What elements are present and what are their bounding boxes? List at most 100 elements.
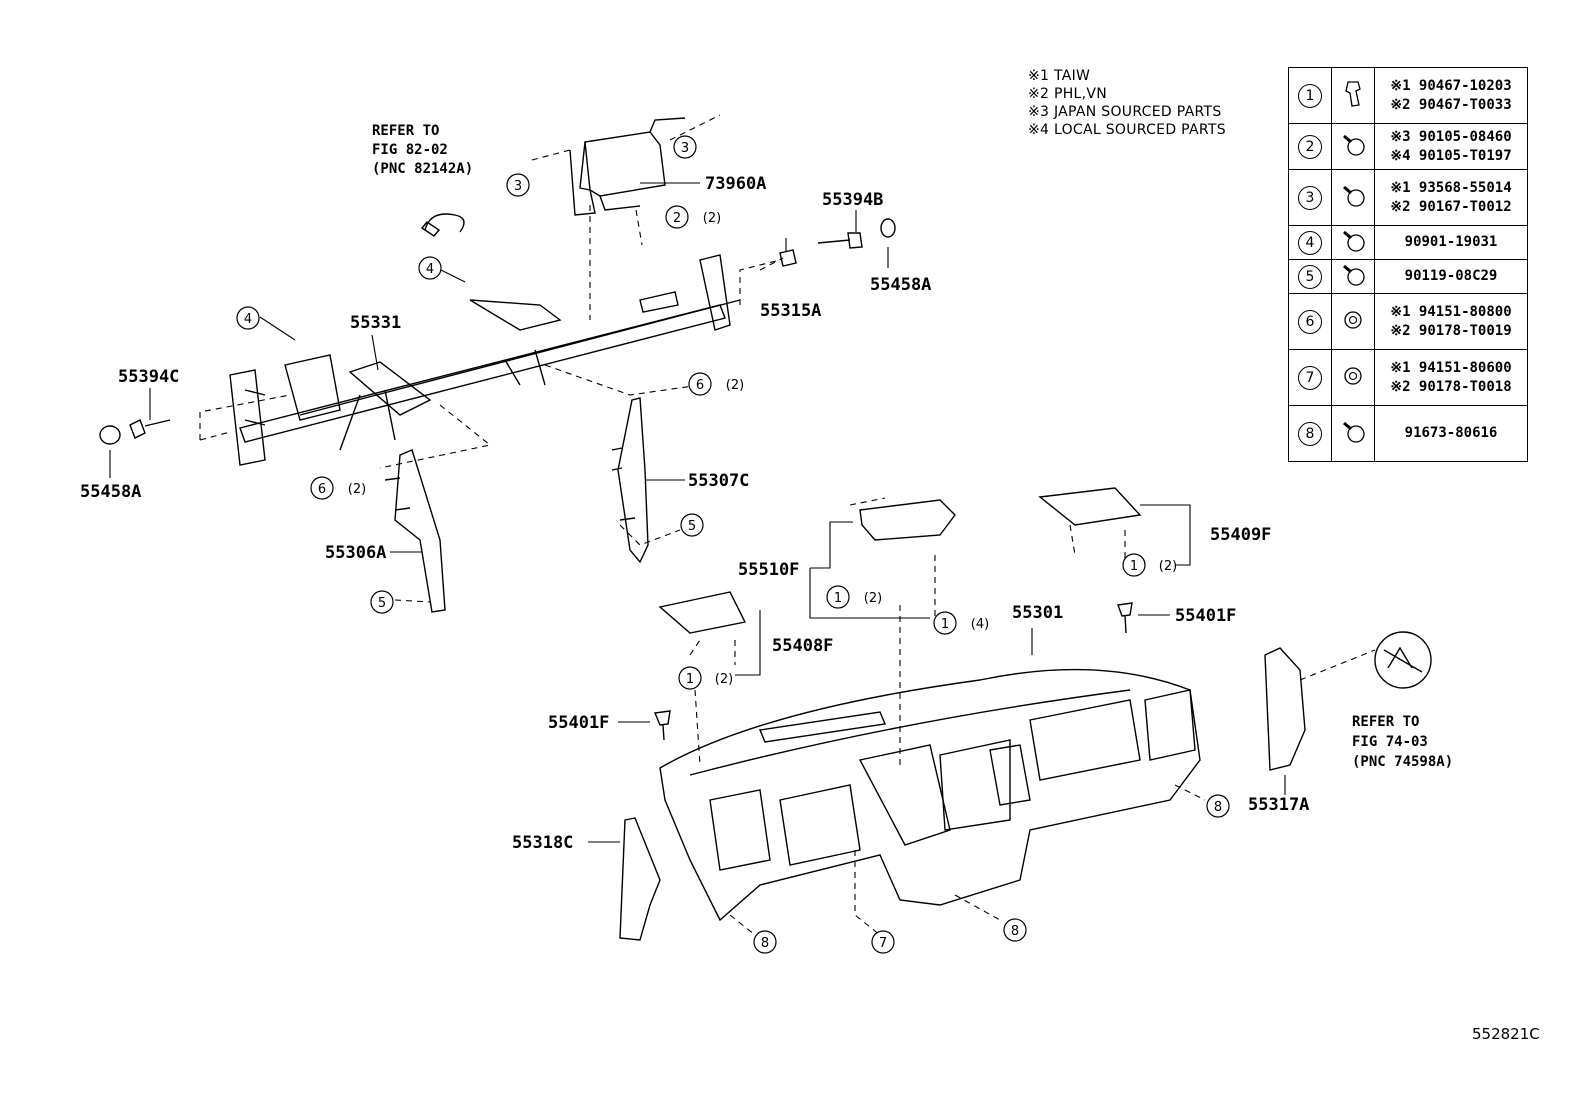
svg-text:8: 8 [761,936,769,951]
callout: 1(2) [826,585,882,609]
svg-text:1: 1 [941,617,949,632]
clip-55401f-right [1117,602,1133,634]
side-cover-55317a [1264,647,1306,771]
part-label-55401f-left: 55401F [548,713,609,733]
part-label-55318c: 55318C [512,833,573,853]
callout: 5 [680,513,704,537]
harness-connector [420,213,465,237]
figure-id: 552821C [1472,1025,1540,1043]
row-number: 3 [1298,185,1322,210]
cross-car-beam [229,254,741,466]
row-number: 6 [1298,309,1322,334]
part-code: ※1 94151-80800 [1390,303,1512,320]
table-row: 6 ※1 94151-80800 ※2 90178-T0019 [1288,293,1528,350]
part-label-55401f-right: 55401F [1175,606,1236,626]
svg-text:2: 2 [673,211,681,226]
part-code: ※4 90105-T0197 [1390,147,1512,164]
callout: 6 (2) [688,372,744,396]
table-row: 2 ※3 90105-08460 ※4 90105-T0197 [1288,123,1528,170]
bolt-icon [1343,134,1365,156]
svg-text:5: 5 [688,519,696,534]
bolt-icon [1343,230,1365,252]
row-number: 8 [1298,421,1322,446]
refer-to-fig-82-02: REFER TO FIG 82-02 (PNC 82142A) [372,123,473,177]
svg-text:(2): (2) [703,211,721,226]
brace-55307c [617,397,649,564]
svg-text:7: 7 [879,936,887,951]
clip-55401f-left [654,710,671,741]
table-row: 3 ※1 93568-55014※2 90167-T0012 [1288,169,1528,226]
callout: 7 [871,930,895,954]
reference-symbol-icon [1374,631,1432,689]
svg-text:6: 6 [318,482,326,497]
bolt-icon [1343,421,1365,443]
callout: 3 [673,135,697,159]
part-code: 90901-19031 [1404,234,1498,250]
part-code: ※1 93568-55014 [1390,179,1512,196]
svg-text:(2): (2) [1159,559,1177,574]
airbag-module [569,117,686,216]
svg-text:1: 1 [686,672,694,687]
cap-55458a-right [880,218,896,238]
legend-line-3: ※3 JAPAN SOURCED PARTS [1028,104,1222,120]
callout: 8 [1206,794,1230,818]
svg-text:(2): (2) [726,378,744,393]
part-label-55301: 55301 [1012,603,1063,623]
nut-icon [1344,366,1362,385]
callout: 8 [753,930,777,954]
bolt-55394b [817,232,863,249]
bolt-icon [1343,185,1365,207]
part-code: ※2 90178-T0018 [1390,378,1512,395]
clip-icon [1345,80,1361,107]
part-label-55307c: 55307C [688,471,749,491]
part-label-55458a-left: 55458A [80,482,141,502]
table-row: 8 91673-80616 [1288,405,1528,462]
part-label-55510f: 55510F [738,560,799,580]
part-code: ※3 90105-08460 [1390,128,1512,145]
part-code: ※1 90467-10203 [1390,77,1512,94]
fastener-table: 1 ※1 90467-10203※2 90467-T0033 2 ※3 9010… [1288,67,1528,462]
callout: 4 [418,256,442,280]
callout: 8 [1003,918,1027,942]
part-label-55394c: 55394C [118,367,179,387]
part-code: ※2 90467-T0033 [1390,96,1512,113]
legend-line-2: ※2 PHL,VN [1028,86,1108,102]
row-number: 5 [1298,264,1322,289]
svg-text:6: 6 [696,378,704,393]
refer-to-fig-74-03: REFER TO FIG 74-03 (PNC 74598A) [1352,714,1453,770]
side-cover-55318c [619,817,661,941]
part-code: ※1 94151-80600 [1390,359,1512,376]
table-row: 7 ※1 94151-80600※2 90178-T0018 [1288,349,1528,406]
table-row: 5 90119-08C29 [1288,259,1528,294]
part-label-55394b: 55394B [822,190,883,210]
part-label-55317a: 55317A [1248,795,1309,815]
table-row: 1 ※1 90467-10203※2 90467-T0033 [1288,67,1528,124]
part-label-55409f: 55409F [1210,525,1271,545]
row-number: 4 [1298,230,1322,255]
table-row: 4 90901-19031 [1288,225,1528,260]
callout: 4 [236,306,260,330]
svg-text:(2): (2) [864,591,882,606]
svg-text:4: 4 [426,262,434,277]
panel-55409f [1038,487,1142,526]
legend-line-1: ※1 TAIW [1028,68,1091,84]
callout: 1(2) [1122,553,1177,577]
part-label-55306a: 55306A [325,543,386,563]
part-label-73960a: 73960A [705,174,766,194]
svg-text:(2): (2) [348,482,366,497]
row-number: 2 [1298,134,1322,159]
bolt-icon [1343,264,1365,286]
svg-text:4: 4 [244,312,252,327]
panel-55510f [859,499,956,541]
callout: 5 [370,590,394,614]
svg-text:3: 3 [514,179,522,194]
callout: 2 (2) [665,205,721,229]
part-code: ※2 90178-T0019 [1390,322,1512,339]
part-code: 90119-08C29 [1404,268,1498,284]
svg-text:8: 8 [1214,800,1222,815]
legend-line-4: ※4 LOCAL SOURCED PARTS [1028,122,1226,138]
svg-text:8: 8 [1011,924,1019,939]
brace-55306a [394,449,446,613]
part-code: 91673-80616 [1404,425,1498,441]
